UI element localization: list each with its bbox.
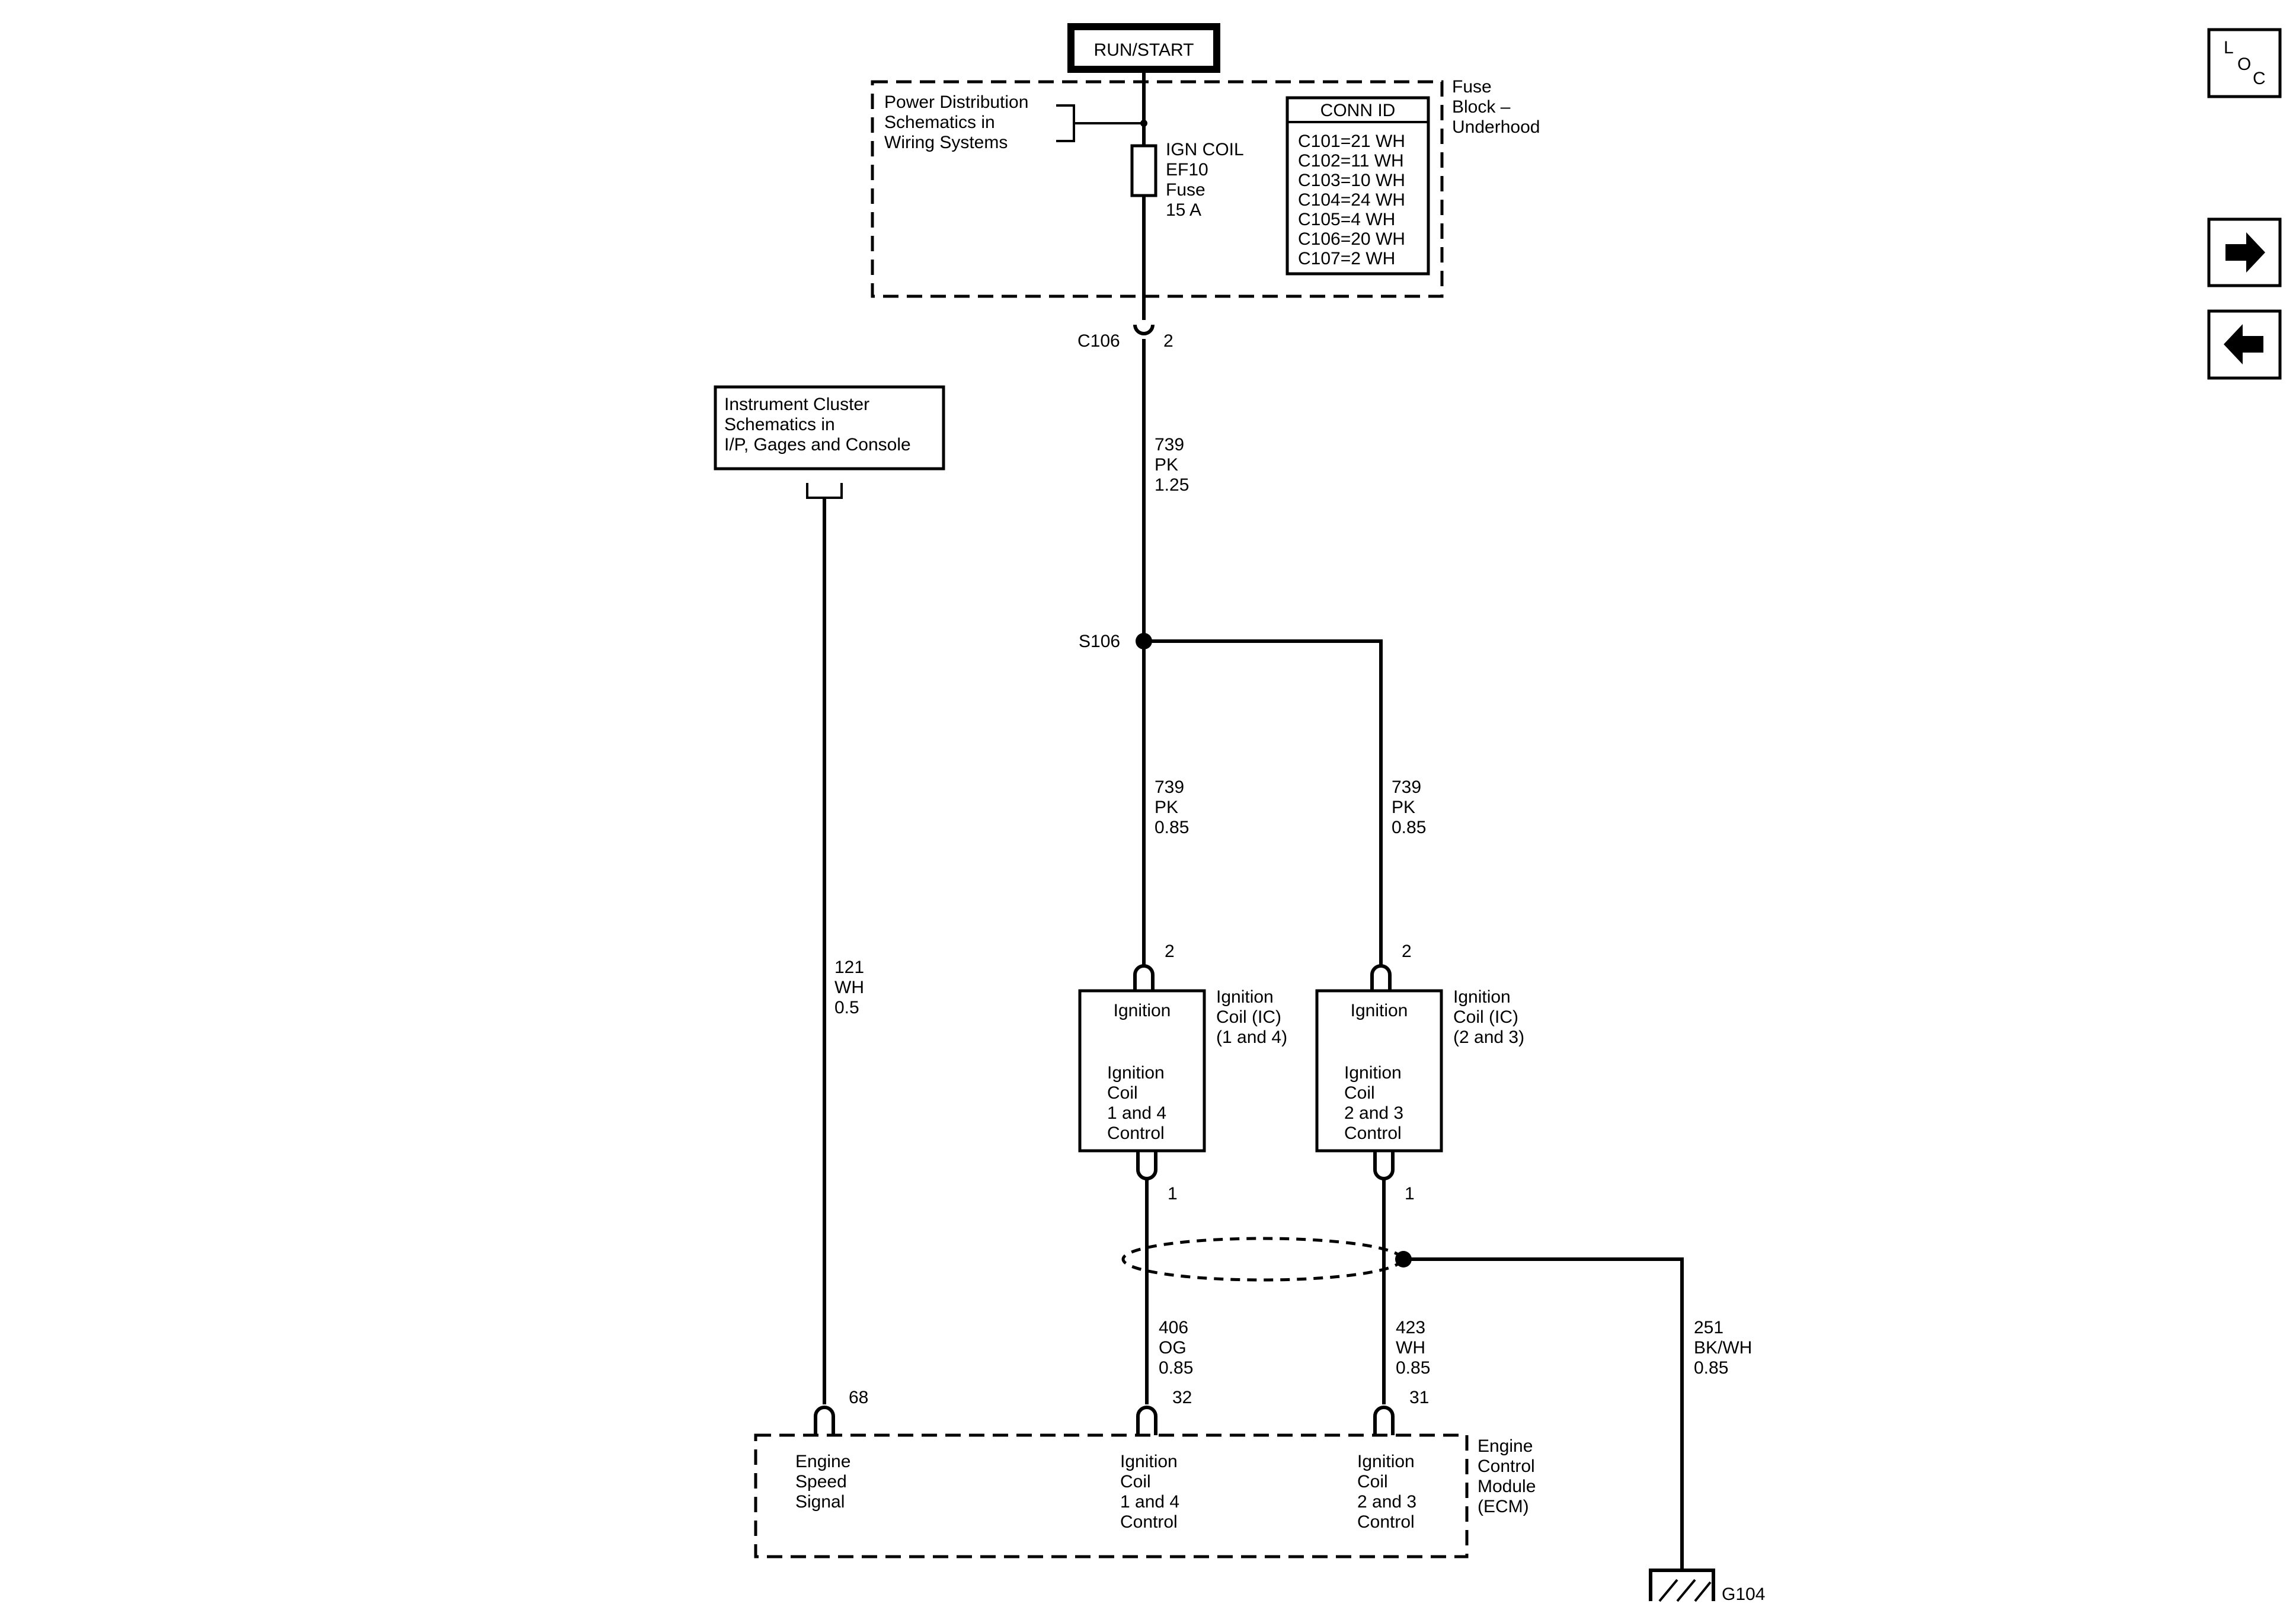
coil-1-4-name: Ignition Coil (IC) (1 and 4): [1216, 987, 1287, 1047]
prev-page-button[interactable]: [2207, 309, 2282, 380]
loc-letter-c: C: [2253, 69, 2266, 88]
power-source-label: RUN/START: [1094, 40, 1194, 60]
loc-letter-l: L: [2224, 38, 2234, 57]
ignition-coil-2-3: 2 Ignition Ignition Coil 2 and 3 Control…: [1315, 942, 1524, 1204]
ecm-signal-coil-2-3: Ignition Coil 2 and 3 Control: [1357, 1452, 1421, 1532]
ref-bracket: [1056, 104, 1075, 142]
c106-label: C106: [1077, 331, 1120, 351]
instrument-cluster-label: Instrument Cluster Schematics in I/P, Ga…: [724, 395, 911, 454]
conn-id-rows: C101=21 WH C102=11 WH C103=10 WH C104=24…: [1298, 132, 1410, 268]
c106-pin: 2: [1163, 331, 1173, 351]
ignition-coil-1-4: 2 Ignition Ignition Coil 1 and 4 Control…: [1078, 942, 1287, 1204]
next-page-button[interactable]: [2207, 217, 2282, 287]
ecm-signal-coil-1-4: Ignition Coil 1 and 4 Control: [1120, 1452, 1184, 1532]
conn-id-table: CONN ID C101=21 WH C102=11 WH C103=10 WH…: [1285, 96, 1430, 276]
ecm-pin-68: 68: [849, 1388, 868, 1407]
power-source-run-start: RUN/START: [1067, 23, 1220, 73]
fuse-ef10: [1130, 144, 1157, 197]
coil-2-3-name: Ignition Coil (IC) (2 and 3): [1453, 987, 1524, 1047]
splice-s106: S106: [1079, 632, 1152, 651]
wire-423-label: 423 WH 0.85: [1396, 1318, 1430, 1378]
coil-2-3-pin-top: 2: [1402, 942, 1412, 961]
fuse-label: IGN COIL EF10 Fuse 15 A: [1166, 140, 1248, 220]
ecm-pin-68-connector: [814, 1406, 835, 1435]
coil-1-4-inner-top: Ignition: [1114, 1001, 1171, 1020]
ecm-pin-31: 31: [1409, 1388, 1429, 1407]
wire-251-label: 251 BK/WH 0.85: [1694, 1318, 1757, 1378]
fuse-block-name: Fuse Block – Underhood: [1452, 77, 1540, 137]
wire-speed-label: 121 WH 0.5: [834, 958, 869, 1017]
ecm-signal-engine-speed: Engine Speed Signal: [795, 1452, 856, 1512]
ground-g104: G104: [1649, 1569, 1765, 1604]
coil-2-3-pin-bottom: 1: [1405, 1184, 1415, 1204]
connector-c106: C106 2: [1077, 324, 1173, 351]
ecm-name: Engine Control Module (ECM): [1478, 1436, 1541, 1516]
power-distribution-ref: Power Distribution Schematics in Wiring …: [884, 92, 1034, 152]
ground-label: G104: [1722, 1585, 1765, 1604]
instrument-cluster-ref: Instrument Cluster Schematics in I/P, Ga…: [714, 385, 945, 499]
ecm-pin-32-connector: [1136, 1406, 1157, 1435]
engine-control-module: 68 32 31 Engine Control Module (ECM) Eng…: [754, 1388, 1541, 1558]
coil-2-3-inner-label: Ignition Coil 2 and 3 Control: [1344, 1063, 1408, 1143]
loc-button[interactable]: L O C: [2207, 28, 2282, 98]
fuse-block-underhood: Fuse Block – Underhood Power Distributio…: [871, 77, 1540, 298]
coil-2-3-inner-top: Ignition: [1351, 1001, 1408, 1020]
arrow-left-icon: [2224, 324, 2263, 364]
coil-1-4-pin-top: 2: [1165, 942, 1175, 961]
coil-1-4-inner-label: Ignition Coil 1 and 4 Control: [1107, 1063, 1171, 1143]
arrow-right-icon: [2225, 232, 2265, 273]
wire-main-label: 739 PK 1.25: [1155, 435, 1189, 495]
wire-branch-right: [1144, 639, 1383, 965]
wire-left-label: 739 PK 0.85: [1155, 777, 1189, 837]
ecm-pin-32: 32: [1172, 1388, 1192, 1407]
splice-label: S106: [1079, 632, 1120, 651]
coil-1-4-pin-bottom: 1: [1168, 1184, 1178, 1204]
wire-right-label: 739 PK 0.85: [1392, 777, 1426, 837]
conn-id-title: CONN ID: [1320, 101, 1396, 120]
ecm-pin-31-connector: [1373, 1406, 1395, 1435]
wire-406-label: 406 OG 0.85: [1159, 1318, 1193, 1378]
shield-drain: [1121, 1237, 1684, 1570]
loc-letter-o: O: [2237, 55, 2251, 74]
